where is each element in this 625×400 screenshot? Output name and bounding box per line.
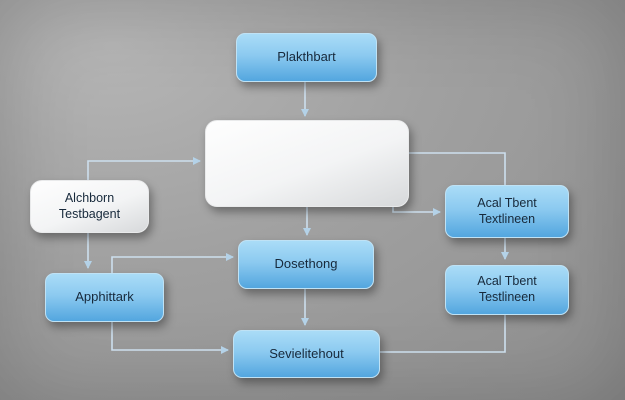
- edge-apphittark-dosethong: [111, 253, 234, 273]
- node-plakthbart-label: Plakthbart: [277, 49, 336, 65]
- node-apphittark-label: Apphittark: [75, 289, 134, 305]
- node-alchborn-line1: Alchborn: [64, 190, 115, 205]
- node-acal-tbent-textlineen: Acal Tbent Textlineen: [445, 185, 569, 238]
- node-alchborn-testbagent: Alchborn Testbagent: [30, 180, 149, 233]
- node-plakthbart: Plakthbart: [236, 33, 377, 82]
- node-testlineen-line1: Acal Tbent: [477, 274, 537, 289]
- node-alchborn-line2: Testbagent: [58, 206, 121, 221]
- edge-central-textlineen: [392, 205, 441, 216]
- node-acal-tbent-testlineen: Acal Tbent Testlineen: [445, 265, 569, 315]
- edge-sevielitehout-testlineen: [378, 313, 506, 353]
- node-central-blank: [205, 120, 409, 207]
- node-sevielitehout: Sevielitehout: [233, 330, 380, 378]
- node-apphittark: Apphittark: [45, 273, 164, 322]
- node-textlineen-line1: Acal Tbent: [477, 195, 537, 210]
- node-dosethong: Dosethong: [238, 240, 374, 289]
- edge-apphittark-sevielitehout: [111, 320, 229, 354]
- node-dosethong-label: Dosethong: [274, 256, 338, 272]
- edge-alchborn-central: [87, 157, 201, 180]
- node-sevielitehout-label: Sevielitehout: [269, 345, 344, 361]
- node-textlineen-line2: Textlineen: [478, 211, 536, 226]
- node-testlineen-line2: Testlineen: [478, 290, 536, 304]
